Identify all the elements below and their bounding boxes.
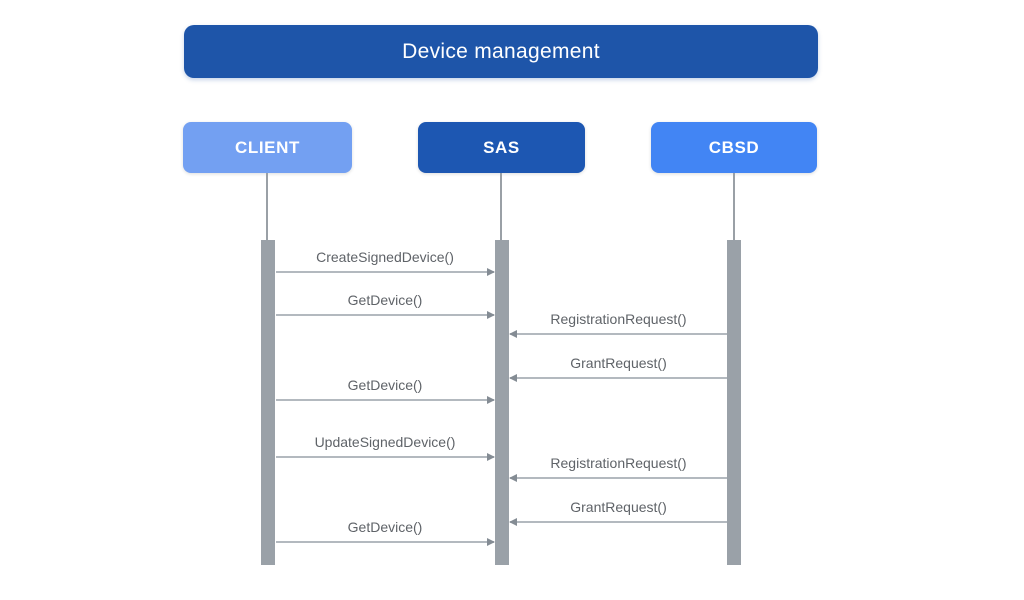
message-label: CreateSignedDevice() <box>316 249 454 265</box>
message-label: RegistrationRequest() <box>550 455 687 471</box>
lifeline-sas <box>500 173 502 240</box>
lifeline-cbsd <box>733 173 735 240</box>
diagram-title: Device management <box>402 39 600 63</box>
actor-client: CLIENT <box>183 122 352 173</box>
message-get-device-3: GetDevice() <box>276 519 495 546</box>
arrow-right-icon <box>276 268 495 276</box>
arrow-left-icon <box>509 474 727 482</box>
actor-sas-label: SAS <box>483 137 520 157</box>
message-grant-request-2: GrantRequest() <box>509 499 727 526</box>
message-label: GrantRequest() <box>570 355 667 371</box>
message-registration-request-2: RegistrationRequest() <box>509 455 727 482</box>
message-get-device-1: GetDevice() <box>276 292 495 319</box>
actor-cbsd-label: CBSD <box>708 137 760 157</box>
message-label: GrantRequest() <box>570 499 667 515</box>
actor-sas: SAS <box>418 122 585 173</box>
message-label: GetDevice() <box>347 292 423 308</box>
message-get-device-2: GetDevice() <box>276 377 495 404</box>
message-create-signed-device: CreateSignedDevice() <box>276 249 495 276</box>
activation-bar-cbsd <box>727 240 741 565</box>
arrow-right-icon <box>276 538 495 546</box>
arrow-left-icon <box>509 330 727 338</box>
arrow-right-icon <box>276 453 495 461</box>
arrow-left-icon <box>509 518 727 526</box>
message-label: GetDevice() <box>347 377 423 393</box>
message-label: RegistrationRequest() <box>550 311 687 327</box>
message-label: GetDevice() <box>347 519 423 535</box>
activation-bar-client <box>261 240 275 565</box>
message-update-signed-device: UpdateSignedDevice() <box>276 434 495 461</box>
arrow-right-icon <box>276 396 495 404</box>
actor-cbsd: CBSD <box>651 122 817 173</box>
arrow-right-icon <box>276 311 495 319</box>
actor-client-label: CLIENT <box>235 137 300 157</box>
message-label: UpdateSignedDevice() <box>314 434 456 450</box>
diagram-title-banner: Device management <box>184 25 818 78</box>
arrow-left-icon <box>509 374 727 382</box>
message-registration-request-1: RegistrationRequest() <box>509 311 727 338</box>
activation-bar-sas <box>495 240 509 565</box>
message-grant-request-1: GrantRequest() <box>509 355 727 382</box>
lifeline-client <box>266 173 268 240</box>
